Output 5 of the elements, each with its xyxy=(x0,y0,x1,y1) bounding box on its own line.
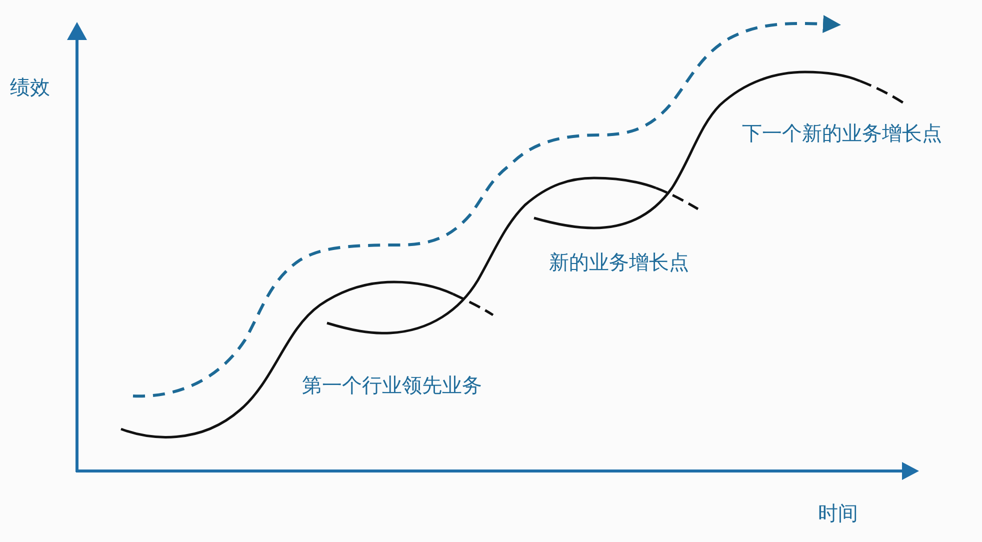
axis-label: 绩效 xyxy=(10,75,50,99)
curve-label: 新的业务增长点 xyxy=(549,250,689,274)
axis-label: 时间 xyxy=(818,501,858,525)
curve-label: 第一个行业领先业务 xyxy=(302,373,482,397)
curve-label: 下一个新的业务增长点 xyxy=(742,121,942,145)
